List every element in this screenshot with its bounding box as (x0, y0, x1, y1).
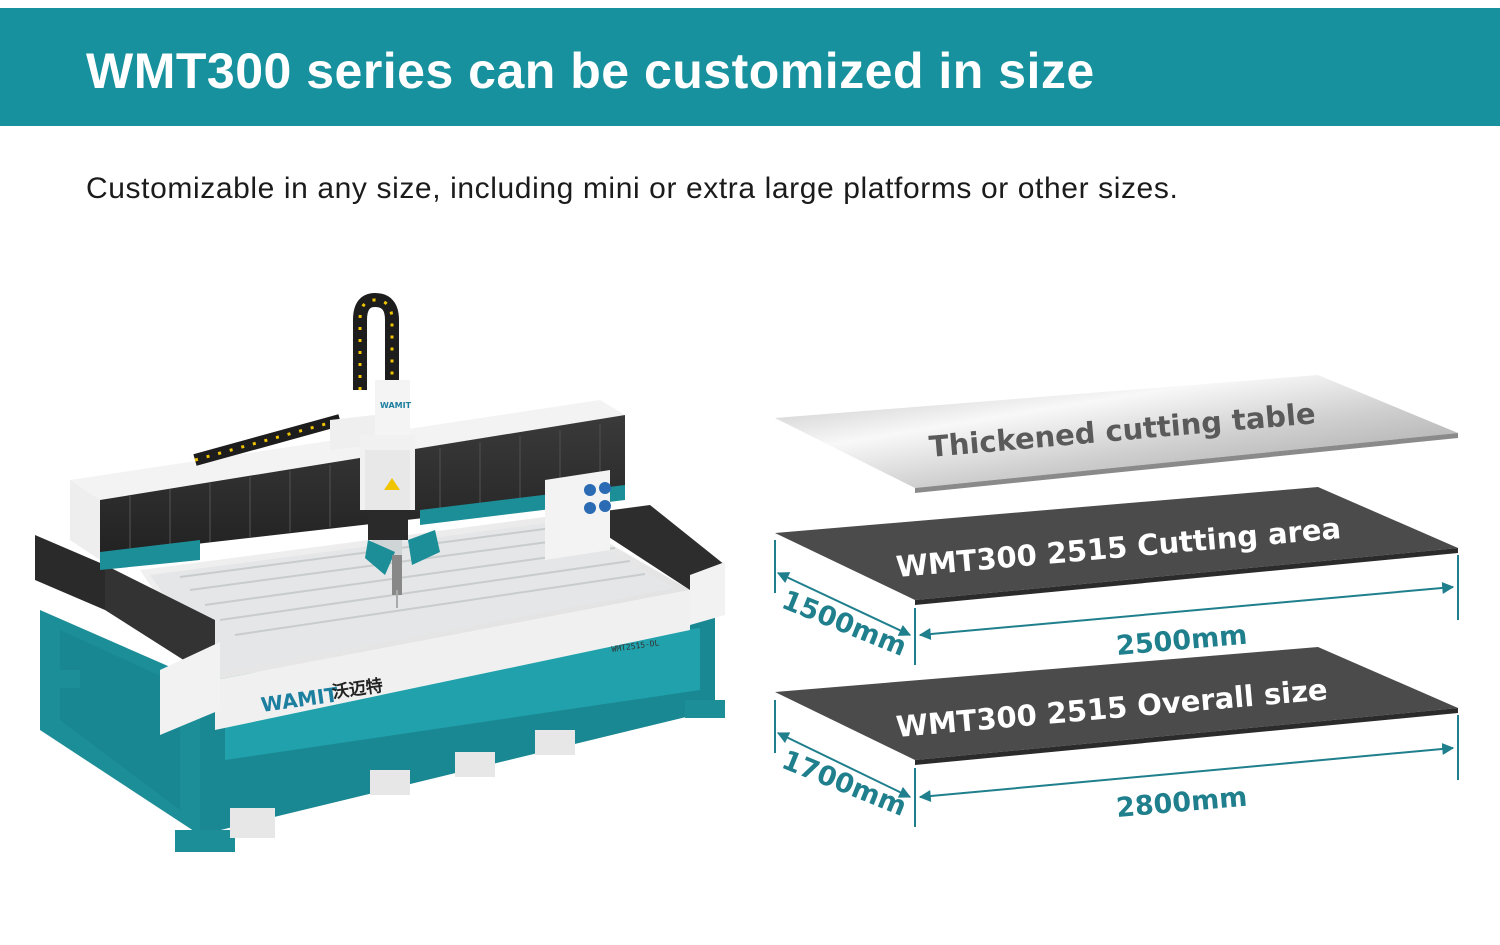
cable-chain (193, 292, 399, 466)
cutting-head (330, 380, 440, 608)
size-layers-diagram: Thickened cutting table WMT300 2515 Cutt… (774, 375, 1459, 827)
cutting-area-width: 1500mm (777, 585, 910, 663)
layer-cutting-area: WMT300 2515 Cutting area 1500mm 2500mm (774, 487, 1459, 665)
head-brand-logo: WAMIT (380, 401, 412, 410)
waterjet-machine-illustration: WAMIT 沃迈特 WMT2515-DL WAMIT (35, 292, 725, 852)
page-title: WMT300 series can be customized in size (86, 43, 1095, 99)
overall-size-length: 2800mm (1115, 782, 1249, 824)
page-subtitle: Customizable in any size, including mini… (86, 172, 1179, 205)
header-banner: WMT300 series can be customized in size (0, 8, 1500, 126)
layer-cutting-table: Thickened cutting table (775, 375, 1458, 493)
overall-size-width: 1700mm (777, 745, 910, 823)
layer-overall-size: WMT300 2515 Overall size 1700mm 2800mm (774, 647, 1459, 827)
